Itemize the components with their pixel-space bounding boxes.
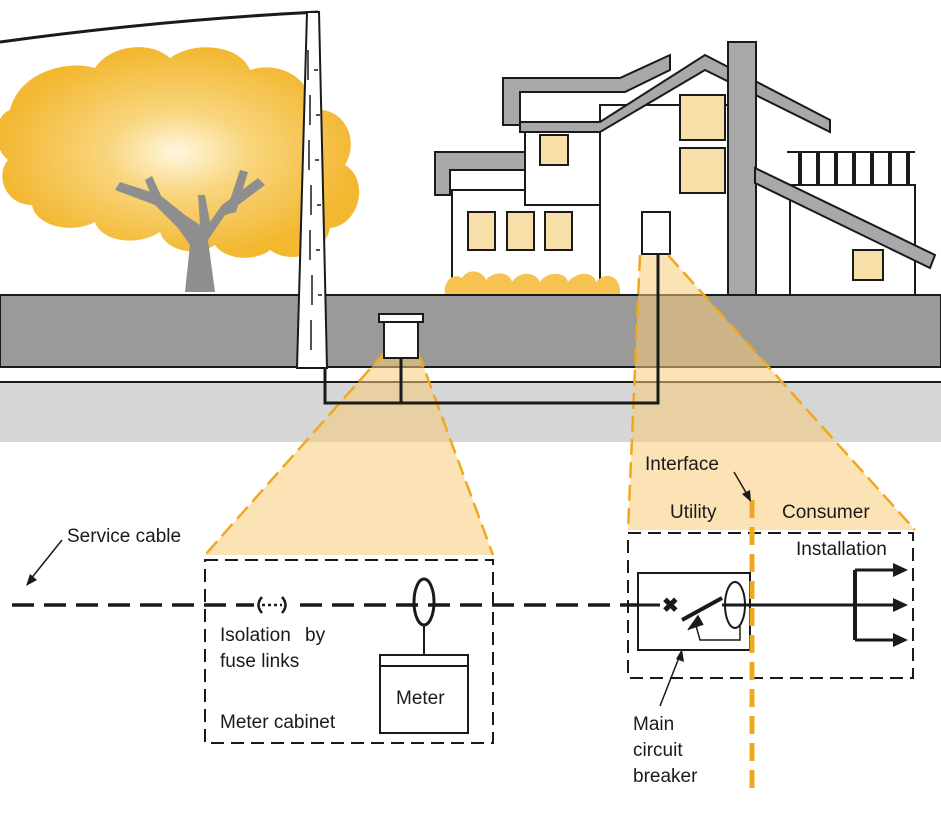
label-breaker: breaker — [633, 766, 698, 787]
label-utility: Utility — [670, 502, 717, 523]
fuse-link-icon — [254, 596, 290, 614]
road — [0, 294, 941, 368]
consumer-box-projection — [628, 255, 915, 530]
overhead-wire — [0, 10, 319, 44]
installation-arrows — [853, 563, 908, 647]
underground-cable — [323, 255, 660, 405]
utility-pole — [295, 11, 329, 369]
tree — [0, 47, 360, 292]
breaker-cross-icon: ✖ — [662, 595, 679, 617]
tree-trunk — [115, 178, 265, 292]
breaker-switch-icon — [681, 596, 723, 622]
label-circuit: circuit — [633, 740, 683, 761]
window — [679, 94, 726, 141]
hedge — [444, 271, 621, 296]
house-left — [434, 53, 671, 289]
label-main: Main — [633, 714, 674, 735]
interface-arrow — [733, 471, 749, 497]
label-installation: Installation — [796, 539, 887, 560]
scene-illustration — [0, 10, 941, 556]
consumer-unit-box — [641, 211, 671, 255]
window — [467, 211, 496, 251]
window — [852, 249, 884, 281]
window — [506, 211, 535, 251]
house-right — [519, 41, 937, 296]
label-isolation-by: by — [305, 625, 326, 646]
label-meter-cabinet: Meter cabinet — [220, 712, 336, 733]
window — [539, 134, 569, 166]
window — [679, 147, 726, 194]
schematic: ✖ Service cable Isolation by fuse li — [12, 454, 914, 795]
breaker-arrow — [659, 654, 681, 707]
meter-cabinet-box — [204, 559, 494, 744]
chimney-wall — [727, 41, 757, 296]
label-fuse-links: fuse links — [220, 651, 299, 672]
label-interface: Interface — [645, 454, 719, 475]
current-transformer-icon — [412, 577, 436, 627]
label-meter: Meter — [396, 688, 445, 709]
label-service-cable: Service cable — [67, 526, 181, 547]
meter-box — [379, 654, 469, 734]
label-isolation: Isolation — [220, 625, 291, 646]
tree-foliage — [0, 47, 360, 258]
service-cable-arrow — [29, 539, 63, 581]
window — [544, 211, 573, 251]
street-meter-cabinet — [383, 319, 419, 359]
label-consumer: Consumer — [782, 502, 870, 523]
